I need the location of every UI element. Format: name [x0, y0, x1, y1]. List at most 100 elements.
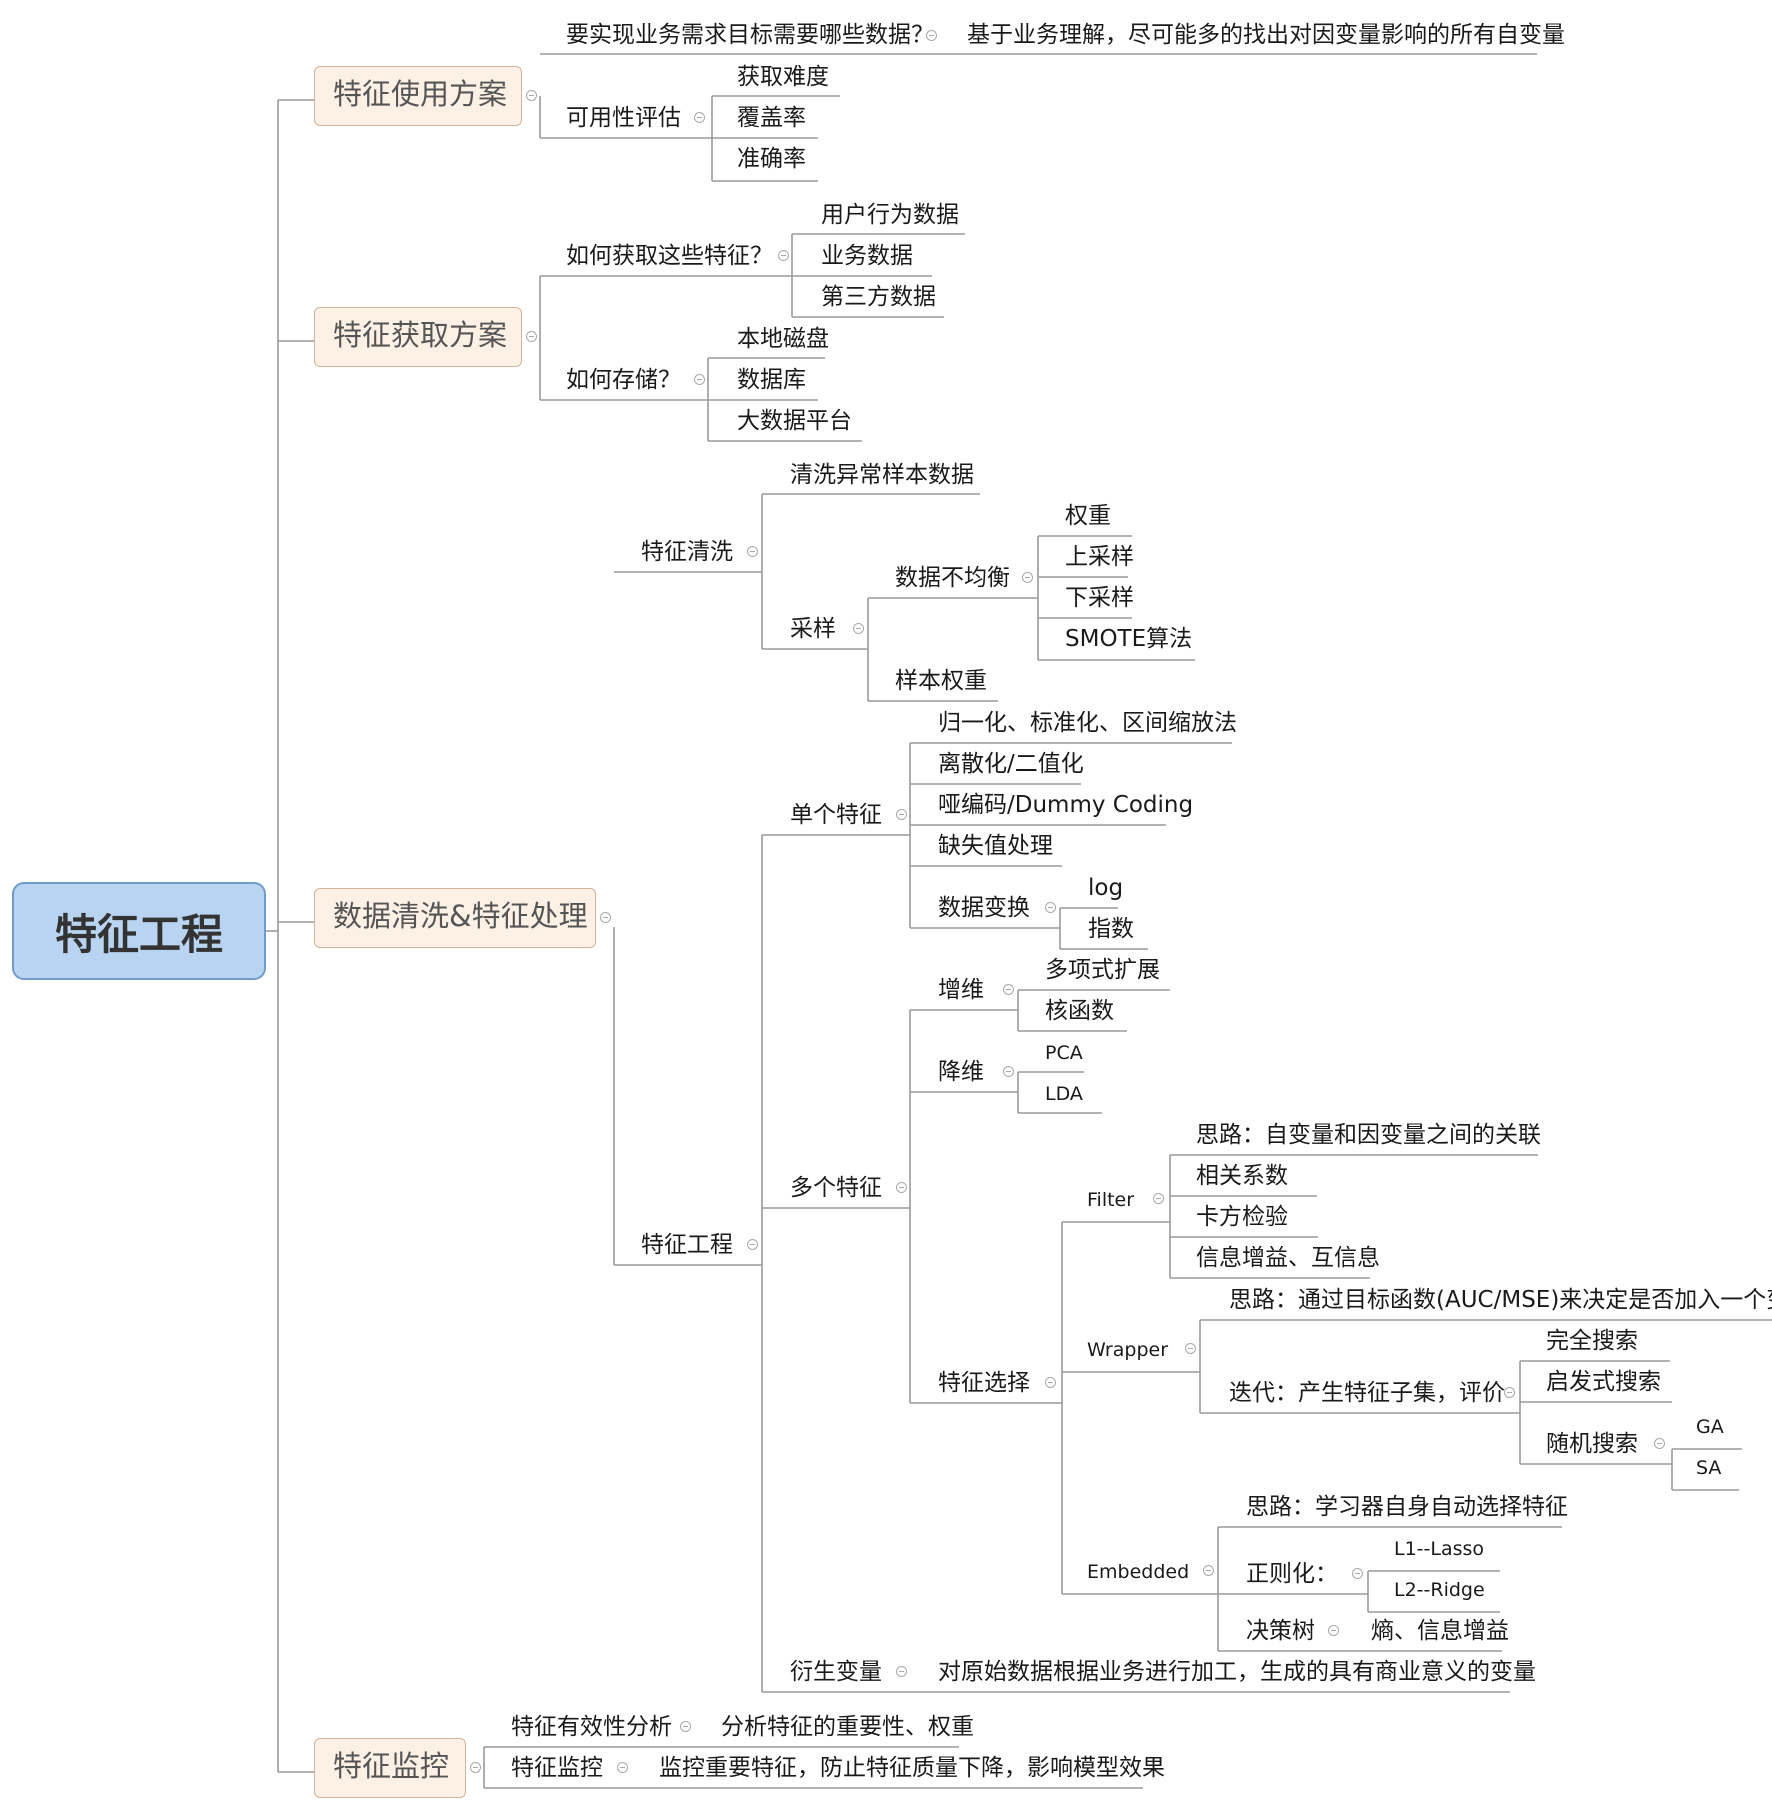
collapse-icon[interactable]: [1045, 902, 1056, 913]
up-dim-item: 核函数: [1045, 998, 1114, 1024]
random-search-label: 随机搜索: [1546, 1431, 1638, 1457]
availability-item: 覆盖率: [737, 105, 806, 131]
collapse-icon[interactable]: [1185, 1343, 1196, 1354]
wrapper-idea: 思路：通过目标函数(AUC/MSE)来决定是否加入一个变量: [1229, 1287, 1772, 1313]
multi-feature-label: 多个特征: [790, 1175, 882, 1201]
usage-node-label: 特征使用方案: [333, 77, 508, 111]
collapse-icon[interactable]: [1328, 1625, 1339, 1636]
collapse-icon[interactable]: [896, 1666, 907, 1677]
imbalance-item: 权重: [1065, 503, 1111, 529]
availability-label: 可用性评估: [566, 105, 681, 131]
collapse-icon[interactable]: [747, 1239, 758, 1250]
transform-item: log: [1088, 875, 1124, 901]
up-dim-item: 多项式扩展: [1045, 957, 1160, 983]
collapse-icon[interactable]: [1003, 984, 1014, 995]
collapse-icon[interactable]: [680, 1721, 691, 1732]
single-item: 离散化/二值化: [938, 751, 1084, 777]
derived-label: 衍生变量: [790, 1659, 882, 1685]
collapse-icon[interactable]: [747, 546, 758, 557]
acquire-how-item: 第三方数据: [821, 284, 936, 310]
regularization-item: L2--Ridge: [1394, 1579, 1485, 1601]
sampling-label: 采样: [790, 616, 836, 642]
collapse-icon[interactable]: [694, 112, 705, 123]
transform-label: 数据变换: [938, 895, 1030, 921]
imbalance-item: 上采样: [1065, 544, 1134, 570]
filter-label: Filter: [1087, 1189, 1135, 1211]
monitor-watch-label: 特征监控: [511, 1755, 603, 1781]
monitor-node-label: 特征监控: [333, 1749, 450, 1783]
usage-node-box[interactable]: [314, 66, 522, 126]
collapse-icon[interactable]: [526, 90, 537, 101]
iterate-item: 启发式搜索: [1546, 1369, 1661, 1395]
wrapper-label: Wrapper: [1087, 1339, 1169, 1361]
imbalance-item: 下采样: [1065, 585, 1134, 611]
monitor-analysis-item: 分析特征的重要性、权重: [721, 1714, 974, 1740]
imbalance-label: 数据不均衡: [895, 565, 1010, 591]
derived-item: 对原始数据根据业务进行加工，生成的具有商业意义的变量: [938, 1659, 1536, 1685]
sample-weight-label: 样本权重: [895, 668, 987, 694]
collapse-icon[interactable]: [1153, 1193, 1164, 1204]
transform-item: 指数: [1088, 916, 1134, 942]
filter-item: 信息增益、互信息: [1196, 1245, 1380, 1271]
collapse-icon[interactable]: [778, 250, 789, 261]
single-feature-label: 单个特征: [790, 802, 882, 828]
down-dim-item: PCA: [1045, 1042, 1083, 1064]
feature-select-label: 特征选择: [938, 1370, 1030, 1396]
monitor-watch-item: 监控重要特征，防止特征质量下降，影响模型效果: [659, 1755, 1165, 1781]
random-search-item: GA: [1696, 1416, 1724, 1438]
acquire-store-item: 本地磁盘: [737, 326, 829, 352]
acquire-node-label: 特征获取方案: [333, 318, 508, 352]
acquire-store-item: 大数据平台: [737, 408, 852, 434]
usage-answer: 基于业务理解，尽可能多的找出对因变量影响的所有自变量: [967, 22, 1565, 48]
embedded-label: Embedded: [1087, 1561, 1190, 1583]
acquire-how-item: 用户行为数据: [821, 202, 959, 228]
monitor-node-box[interactable]: [314, 1738, 466, 1798]
filter-item: 相关系数: [1196, 1163, 1288, 1189]
regularization-item: L1--Lasso: [1394, 1538, 1485, 1560]
collapse-icon[interactable]: [926, 30, 937, 41]
collapse-icon[interactable]: [470, 1762, 481, 1773]
regularization-label: 正则化：: [1246, 1561, 1338, 1587]
acquire-store-item: 数据库: [737, 367, 806, 393]
collapse-icon[interactable]: [526, 331, 537, 342]
clean-abnormal-label: 清洗异常样本数据: [790, 462, 974, 488]
collapse-icon[interactable]: [896, 1182, 907, 1193]
collapse-icon[interactable]: [853, 623, 864, 634]
acquire-node-box[interactable]: [314, 307, 522, 367]
collapse-icon[interactable]: [1022, 572, 1033, 583]
collapse-icon[interactable]: [694, 374, 705, 385]
collapse-icon[interactable]: [1045, 1377, 1056, 1388]
random-search-item: SA: [1696, 1457, 1722, 1479]
iterate-label: 迭代：产生特征子集，评价: [1229, 1380, 1505, 1406]
root-label: 特征工程: [54, 909, 223, 959]
embedded-idea: 思路：学习器自身自动选择特征: [1246, 1494, 1568, 1520]
collapse-icon[interactable]: [896, 809, 907, 820]
decision-tree-item: 熵、信息增益: [1371, 1618, 1509, 1644]
usage-question: 要实现业务需求目标需要哪些数据？: [566, 22, 934, 48]
down-dim-item: LDA: [1045, 1083, 1083, 1105]
down-dim-label: 降维: [938, 1059, 984, 1085]
collapse-icon[interactable]: [617, 1762, 628, 1773]
up-dim-label: 增维: [938, 977, 984, 1003]
collapse-icon[interactable]: [1504, 1387, 1515, 1398]
iterate-item: 完全搜索: [1546, 1328, 1638, 1354]
single-item: 缺失值处理: [938, 833, 1053, 859]
collapse-icon[interactable]: [1203, 1565, 1214, 1576]
availability-item: 准确率: [737, 146, 806, 172]
cleaning-label: 特征清洗: [641, 539, 733, 565]
clean-node-box[interactable]: [314, 888, 596, 948]
collapse-icon[interactable]: [600, 912, 611, 923]
collapse-icon[interactable]: [1654, 1438, 1665, 1449]
filter-item: 思路：自变量和因变量之间的关联: [1196, 1122, 1541, 1148]
acquire-how-item: 业务数据: [821, 243, 913, 269]
collapse-icon[interactable]: [1003, 1066, 1014, 1077]
acquire-how-label: 如何获取这些特征？: [566, 243, 773, 269]
availability-item: 获取难度: [737, 64, 829, 90]
collapse-icon[interactable]: [1352, 1568, 1363, 1579]
single-item: 归一化、标准化、区间缩放法: [938, 710, 1237, 736]
acquire-store-label: 如何存储？: [566, 367, 681, 393]
monitor-analysis-label: 特征有效性分析: [511, 1714, 672, 1740]
root-node[interactable]: 特征工程: [12, 882, 266, 980]
